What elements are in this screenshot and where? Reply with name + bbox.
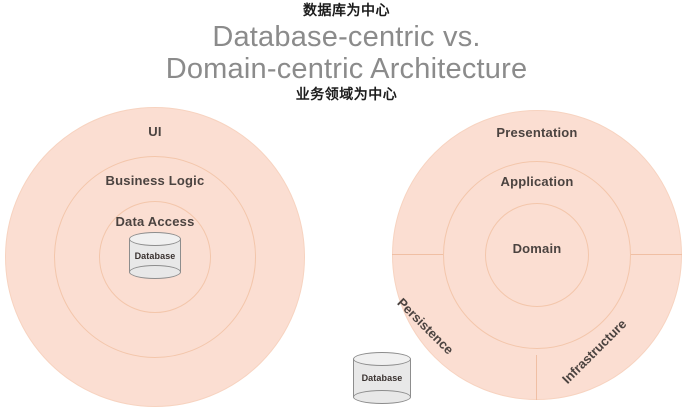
ring-domain bbox=[485, 203, 589, 307]
left-diagram-database-centric: UI Business Logic Data Access Database bbox=[5, 107, 305, 407]
cylinder-top-ellipse bbox=[129, 232, 181, 246]
database-cylinder-external: Database bbox=[353, 352, 411, 404]
annotation-database-centric: 数据库为中心 bbox=[303, 3, 390, 19]
title-line-1: Database-centric vs. bbox=[212, 21, 481, 53]
divider-bottom-vertical bbox=[536, 355, 537, 400]
title-line-2: Domain-centric Architecture bbox=[165, 53, 528, 85]
right-diagram-domain-centric: Presentation Application Domain Persiste… bbox=[392, 110, 682, 400]
ring-label-application: Application bbox=[500, 174, 574, 189]
cylinder-bottom-ellipse bbox=[129, 265, 181, 279]
ring-label-domain: Domain bbox=[512, 241, 562, 256]
ring-label-presentation: Presentation bbox=[496, 125, 578, 140]
ring-label-business-logic: Business Logic bbox=[105, 173, 205, 188]
cylinder-bottom-ellipse bbox=[353, 390, 411, 404]
ring-label-data-access: Data Access bbox=[115, 214, 195, 229]
header: 数据库为中心 Database-centric vs. Domain-centr… bbox=[0, 0, 693, 104]
cylinder-top-ellipse bbox=[353, 352, 411, 366]
database-cylinder-label: Database bbox=[134, 250, 176, 261]
database-cylinder-label: Database bbox=[361, 373, 403, 383]
database-cylinder-inner: Database bbox=[129, 232, 181, 279]
divider-left-horizontal bbox=[392, 254, 445, 255]
ring-label-ui: UI bbox=[148, 124, 162, 139]
annotation-domain-centric: 业务领域为中心 bbox=[295, 87, 398, 103]
divider-right-horizontal bbox=[629, 254, 682, 255]
page-title: Database-centric vs. Domain-centric Arch… bbox=[0, 21, 693, 85]
